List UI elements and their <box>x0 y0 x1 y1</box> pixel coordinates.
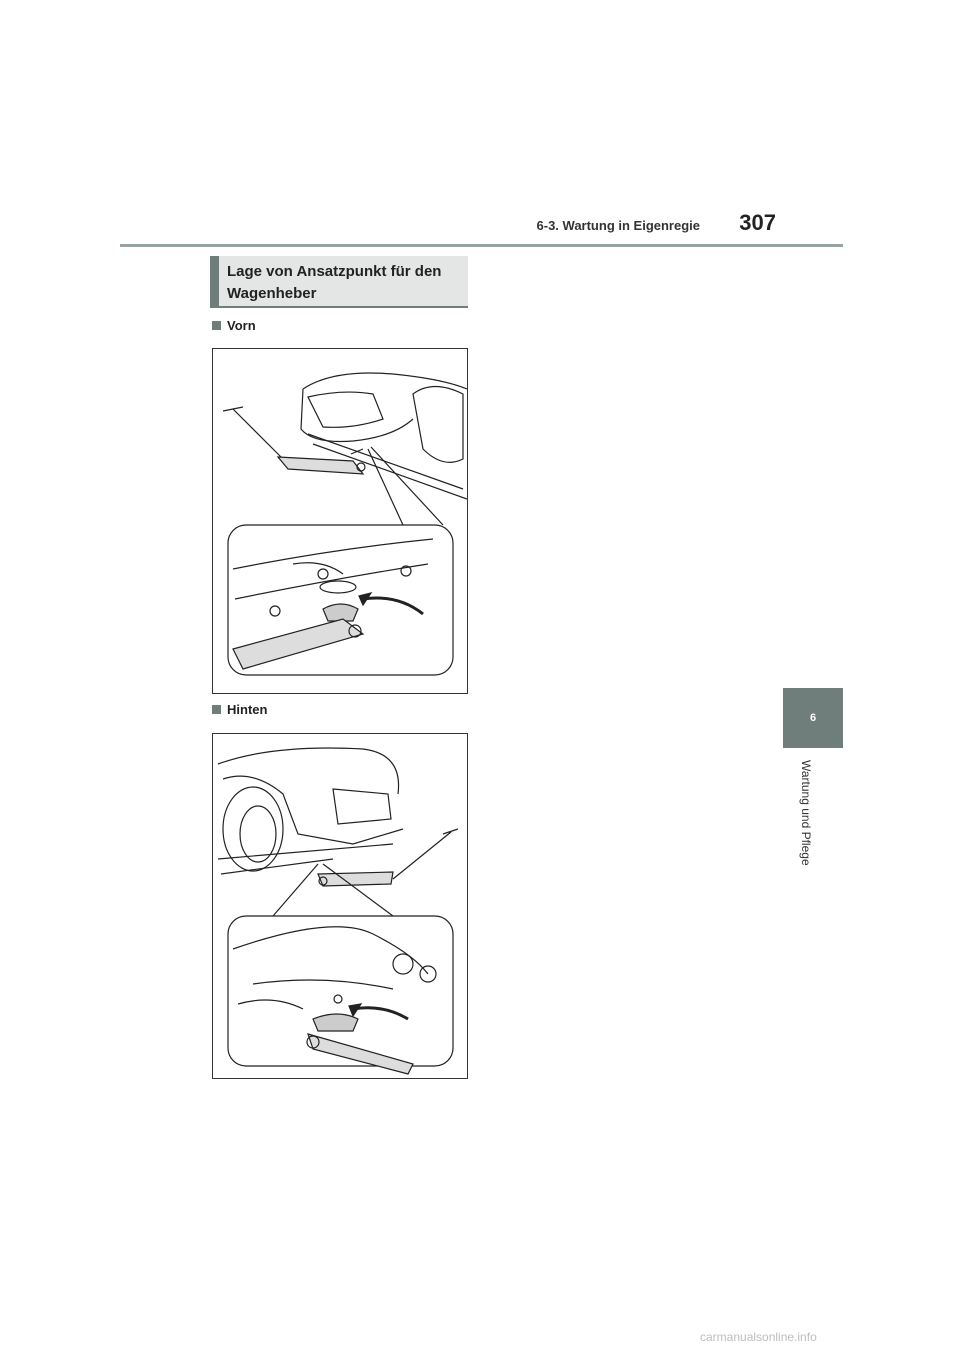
figure-rear-jack-point <box>212 733 468 1079</box>
section-title: Lage von Ansatzpunkt für den Wagenheber <box>227 263 442 302</box>
figure-front-jack-point <box>212 348 468 694</box>
subheading-front-label: Vorn <box>227 318 256 333</box>
chapter-label: Wartung und Pflege <box>799 760 813 866</box>
header-rule <box>120 244 843 247</box>
subheading-rear: Hinten <box>212 702 267 717</box>
subheading-front: Vorn <box>212 318 256 333</box>
rear-jack-illustration <box>217 747 459 1075</box>
chapter-number: 6 <box>809 712 817 724</box>
footer-watermark: carmanualsonline.info <box>700 1330 817 1344</box>
square-bullet-icon <box>212 321 221 330</box>
subheading-rear-label: Hinten <box>227 702 268 717</box>
section-heading-box: Lage von Ansatzpunkt für den Wagenheber <box>210 256 468 308</box>
front-jack-illustration <box>222 372 467 676</box>
header-section-title: 6-3. Wartung in Eigenregie <box>536 218 700 233</box>
square-bullet-icon <box>212 705 221 714</box>
page-number: 307 <box>739 210 776 235</box>
chapter-tab: 6 <box>783 688 843 748</box>
